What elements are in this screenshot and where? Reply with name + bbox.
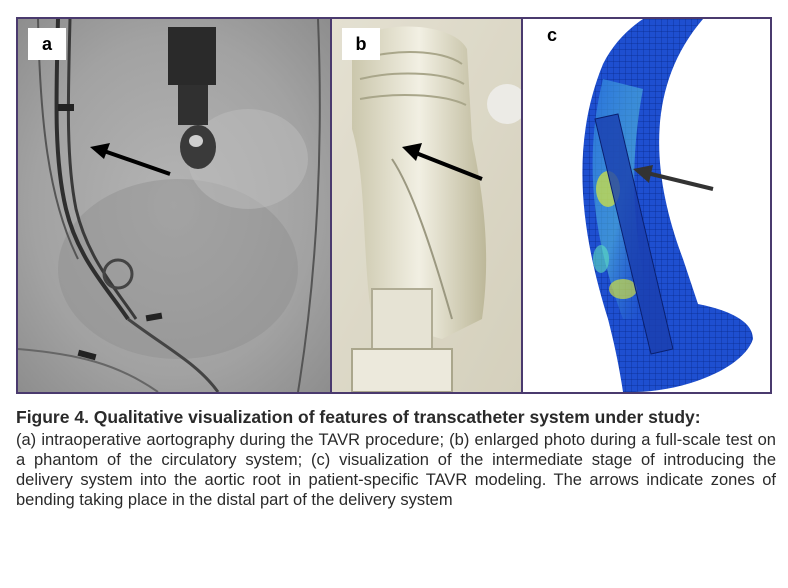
- panel-label-b: b: [342, 28, 380, 60]
- phantom-photo-image: [332, 19, 521, 392]
- panel-c-fem-simulation: c: [523, 19, 770, 392]
- caption-body: (a) intraoperative aortography during th…: [16, 431, 776, 509]
- caption-title: Figure 4. Qualitative visualization of f…: [16, 407, 701, 427]
- figure-frame: a: [16, 17, 772, 394]
- figure-caption: Figure 4. Qualitative visualization of f…: [16, 407, 776, 510]
- panel-a-aortography: a: [18, 19, 330, 392]
- panel-b-phantom-photo: b: [332, 19, 521, 392]
- fem-simulation-image: [523, 19, 770, 392]
- panel-label-a: a: [28, 28, 66, 60]
- aortography-xray-image: [18, 19, 330, 392]
- panel-label-c: c: [546, 25, 557, 45]
